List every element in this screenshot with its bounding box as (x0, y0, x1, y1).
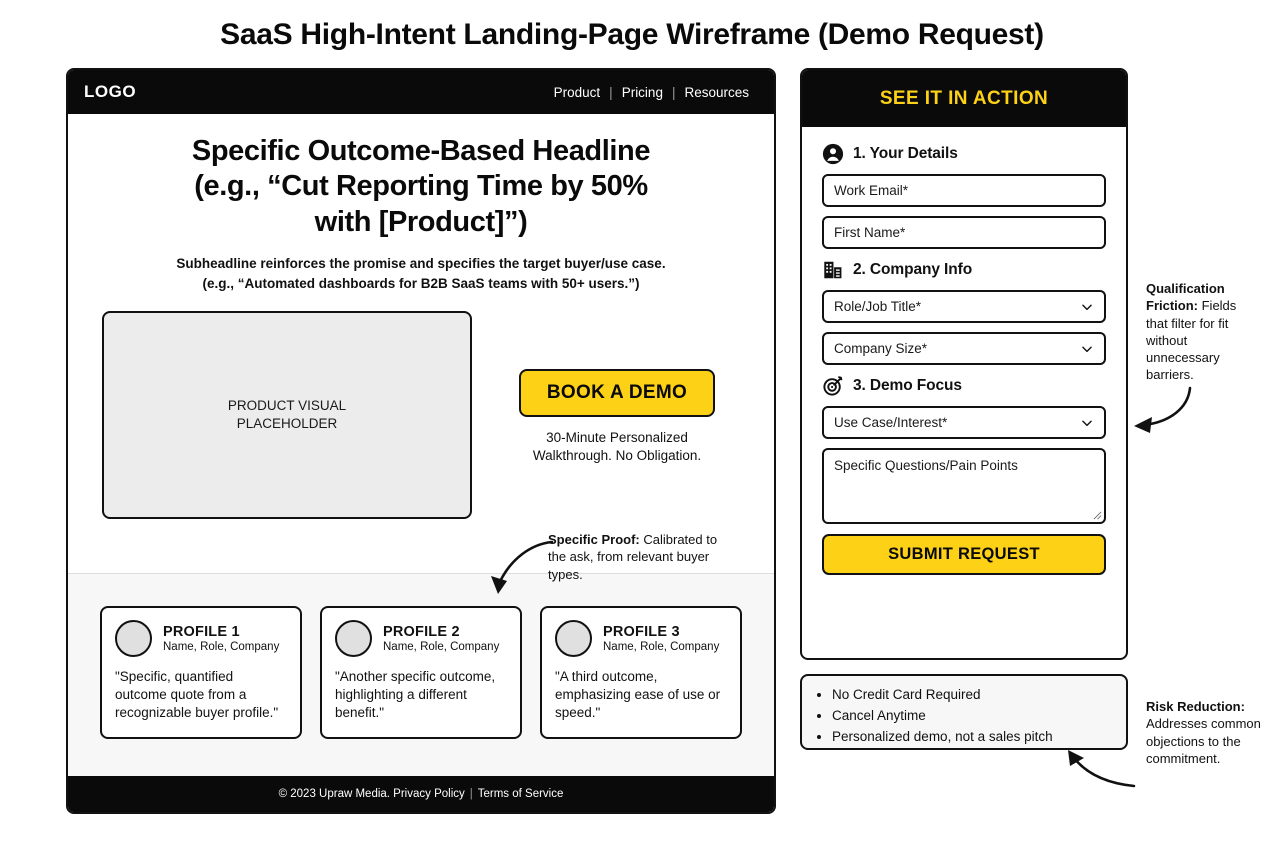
arrow-to-risk-box (1068, 750, 1136, 788)
nav-link-pricing[interactable]: Pricing (621, 84, 663, 100)
section-title: 1. Your Details (853, 145, 958, 162)
hero-subheadline: Subheadline reinforces the promise and s… (98, 254, 744, 293)
nav-separator: | (671, 84, 676, 100)
profile-card-header: PROFILE 3 Name, Role, Company (555, 620, 727, 657)
annotation-text: Addresses common objections to the commi… (1146, 716, 1261, 766)
form-panel-header: SEE IT IN ACTION (802, 70, 1126, 127)
profile-card: PROFILE 3 Name, Role, Company "A third o… (540, 606, 742, 739)
nav-links: Product | Pricing | Resources (545, 85, 758, 100)
form-section-header-your-details: 1. Your Details (822, 143, 1106, 165)
cta-support-line-2: Walkthrough. No Obligation. (532, 448, 702, 464)
chevron-down-icon (1082, 420, 1092, 426)
annotation-risk-reduction: Risk Reduction: Addresses common objecti… (1146, 698, 1262, 767)
first-name-field[interactable]: First Name* (822, 216, 1106, 249)
annotation-qualification-friction: Qualification Friction: Fields that filt… (1146, 280, 1258, 384)
role-job-title-placeholder: Role/Job Title* (834, 299, 922, 314)
profile-quote: "Specific, quantified outcome quote from… (115, 669, 279, 721)
landing-page-wireframe: LOGO Product | Pricing | Resources Speci… (66, 68, 776, 814)
site-navbar: LOGO Product | Pricing | Resources (68, 70, 774, 114)
form-section-header-company-info: 2. Company Info (822, 259, 1106, 281)
cta-column: BOOK A DEMO 30-Minute Personalized Walkt… (494, 311, 740, 465)
company-size-select[interactable]: Company Size* (822, 332, 1106, 365)
hero-section: Specific Outcome-Based Headline (e.g., “… (68, 114, 774, 293)
product-visual-placeholder: PRODUCT VISUAL PLACEHOLDER (102, 311, 472, 520)
risk-reduction-box: No Credit Card Required Cancel Anytime P… (800, 674, 1128, 750)
specific-questions-textarea[interactable]: Specific Questions/Pain Points (822, 448, 1106, 524)
use-case-placeholder: Use Case/Interest* (834, 415, 948, 430)
logo[interactable]: LOGO (84, 82, 137, 101)
chevron-down-icon (1082, 346, 1092, 352)
chevron-down-icon (1082, 304, 1092, 310)
headline-line-2: (e.g., “Cut Reporting Time by 50% (194, 170, 648, 203)
profile-name: PROFILE 2 (383, 624, 460, 640)
cta-support-text: 30-Minute Personalized Walkthrough. No O… (533, 429, 701, 465)
footer-separator: | (469, 788, 473, 800)
annotation-label: Specific Proof: (548, 532, 640, 547)
user-circle-icon (822, 143, 844, 165)
list-item: Personalized demo, not a sales pitch (832, 727, 1110, 748)
profile-card: PROFILE 2 Name, Role, Company "Another s… (320, 606, 522, 739)
specific-questions-placeholder: Specific Questions/Pain Points (834, 458, 1018, 473)
building-icon (824, 261, 842, 279)
subheadline-line-2: (e.g., “Automated dashboards for B2B Saa… (202, 275, 640, 291)
annotation-text: Fields that filter for fit without unnec… (1146, 298, 1237, 383)
work-email-placeholder: Work Email* (834, 183, 909, 198)
nav-separator: | (609, 84, 613, 100)
section-title: 2. Company Info (853, 261, 973, 278)
placeholder-line-2: PLACEHOLDER (236, 416, 338, 432)
avatar-circle-icon (555, 620, 592, 657)
profile-quote: "A third outcome, emphasizing ease of us… (555, 669, 721, 721)
resize-handle[interactable] (1093, 511, 1102, 520)
footer-copyright: © 2023 Upraw Media. Privacy Policy (278, 788, 465, 800)
avatar-circle-icon (115, 620, 152, 657)
list-item: Cancel Anytime (832, 706, 1110, 727)
site-footer: © 2023 Upraw Media. Privacy Policy | Ter… (68, 776, 774, 812)
hero-headline: Specific Outcome-Based Headline (e.g., “… (98, 134, 744, 240)
profile-meta: Name, Role, Company (383, 641, 500, 653)
profile-card-header: PROFILE 1 Name, Role, Company (115, 620, 287, 657)
form-body: 1. Your Details Work Email* First Name* (802, 127, 1126, 575)
first-name-placeholder: First Name* (834, 225, 906, 240)
profile-card-list: PROFILE 1 Name, Role, Company "Specific,… (100, 606, 742, 739)
risk-reduction-list: No Credit Card Required Cancel Anytime P… (832, 685, 1110, 748)
annotation-specific-proof: Specific Proof: Calibrated to the ask, f… (548, 531, 738, 583)
demo-request-form-panel: SEE IT IN ACTION 1. Your Details Work Em… (800, 68, 1128, 660)
annotation-label: Qualification Friction: (1146, 281, 1225, 314)
headline-line-1: Specific Outcome-Based Headline (191, 135, 651, 167)
cta-support-line-1: 30-Minute Personalized (546, 430, 688, 446)
nav-link-product[interactable]: Product (553, 84, 601, 100)
book-a-demo-button[interactable]: BOOK A DEMO (518, 369, 716, 418)
profile-meta: Name, Role, Company (603, 641, 720, 653)
form-section-header-demo-focus: 3. Demo Focus (822, 375, 1106, 397)
profile-card: PROFILE 1 Name, Role, Company "Specific,… (100, 606, 302, 739)
company-size-placeholder: Company Size* (834, 341, 928, 356)
target-icon (823, 376, 843, 396)
annotation-text: Calibrated to the ask, from relevant buy… (548, 532, 718, 582)
annotation-label: Risk Reduction: (1146, 699, 1245, 714)
avatar-circle-icon (335, 620, 372, 657)
profile-name: PROFILE 1 (163, 624, 240, 640)
profile-card-header: PROFILE 2 Name, Role, Company (335, 620, 507, 657)
arrow-to-form-fields (1134, 386, 1192, 433)
subheadline-line-1: Subheadline reinforces the promise and s… (176, 256, 666, 272)
section-title: 3. Demo Focus (853, 377, 962, 394)
submit-request-button[interactable]: SUBMIT REQUEST (822, 534, 1106, 575)
hero-body: PRODUCT VISUAL PLACEHOLDER BOOK A DEMO 3… (68, 293, 774, 520)
arrow-to-profile-cards (491, 540, 554, 594)
profile-name: PROFILE 3 (603, 624, 680, 640)
role-job-title-select[interactable]: Role/Job Title* (822, 290, 1106, 323)
social-proof-band: PROFILE 1 Name, Role, Company "Specific,… (68, 573, 774, 776)
use-case-interest-select[interactable]: Use Case/Interest* (822, 406, 1106, 439)
list-item: No Credit Card Required (832, 685, 1110, 706)
nav-link-resources[interactable]: Resources (684, 84, 749, 100)
placeholder-line-1: PRODUCT VISUAL (227, 398, 347, 414)
page-title: SaaS High-Intent Landing-Page Wireframe … (220, 18, 1044, 51)
footer-terms-link[interactable]: Terms of Service (477, 788, 564, 800)
profile-meta: Name, Role, Company (163, 641, 280, 653)
work-email-field[interactable]: Work Email* (822, 174, 1106, 207)
headline-line-3: with [Product]”) (314, 205, 528, 238)
profile-quote: "Another specific outcome, highlighting … (335, 669, 496, 721)
